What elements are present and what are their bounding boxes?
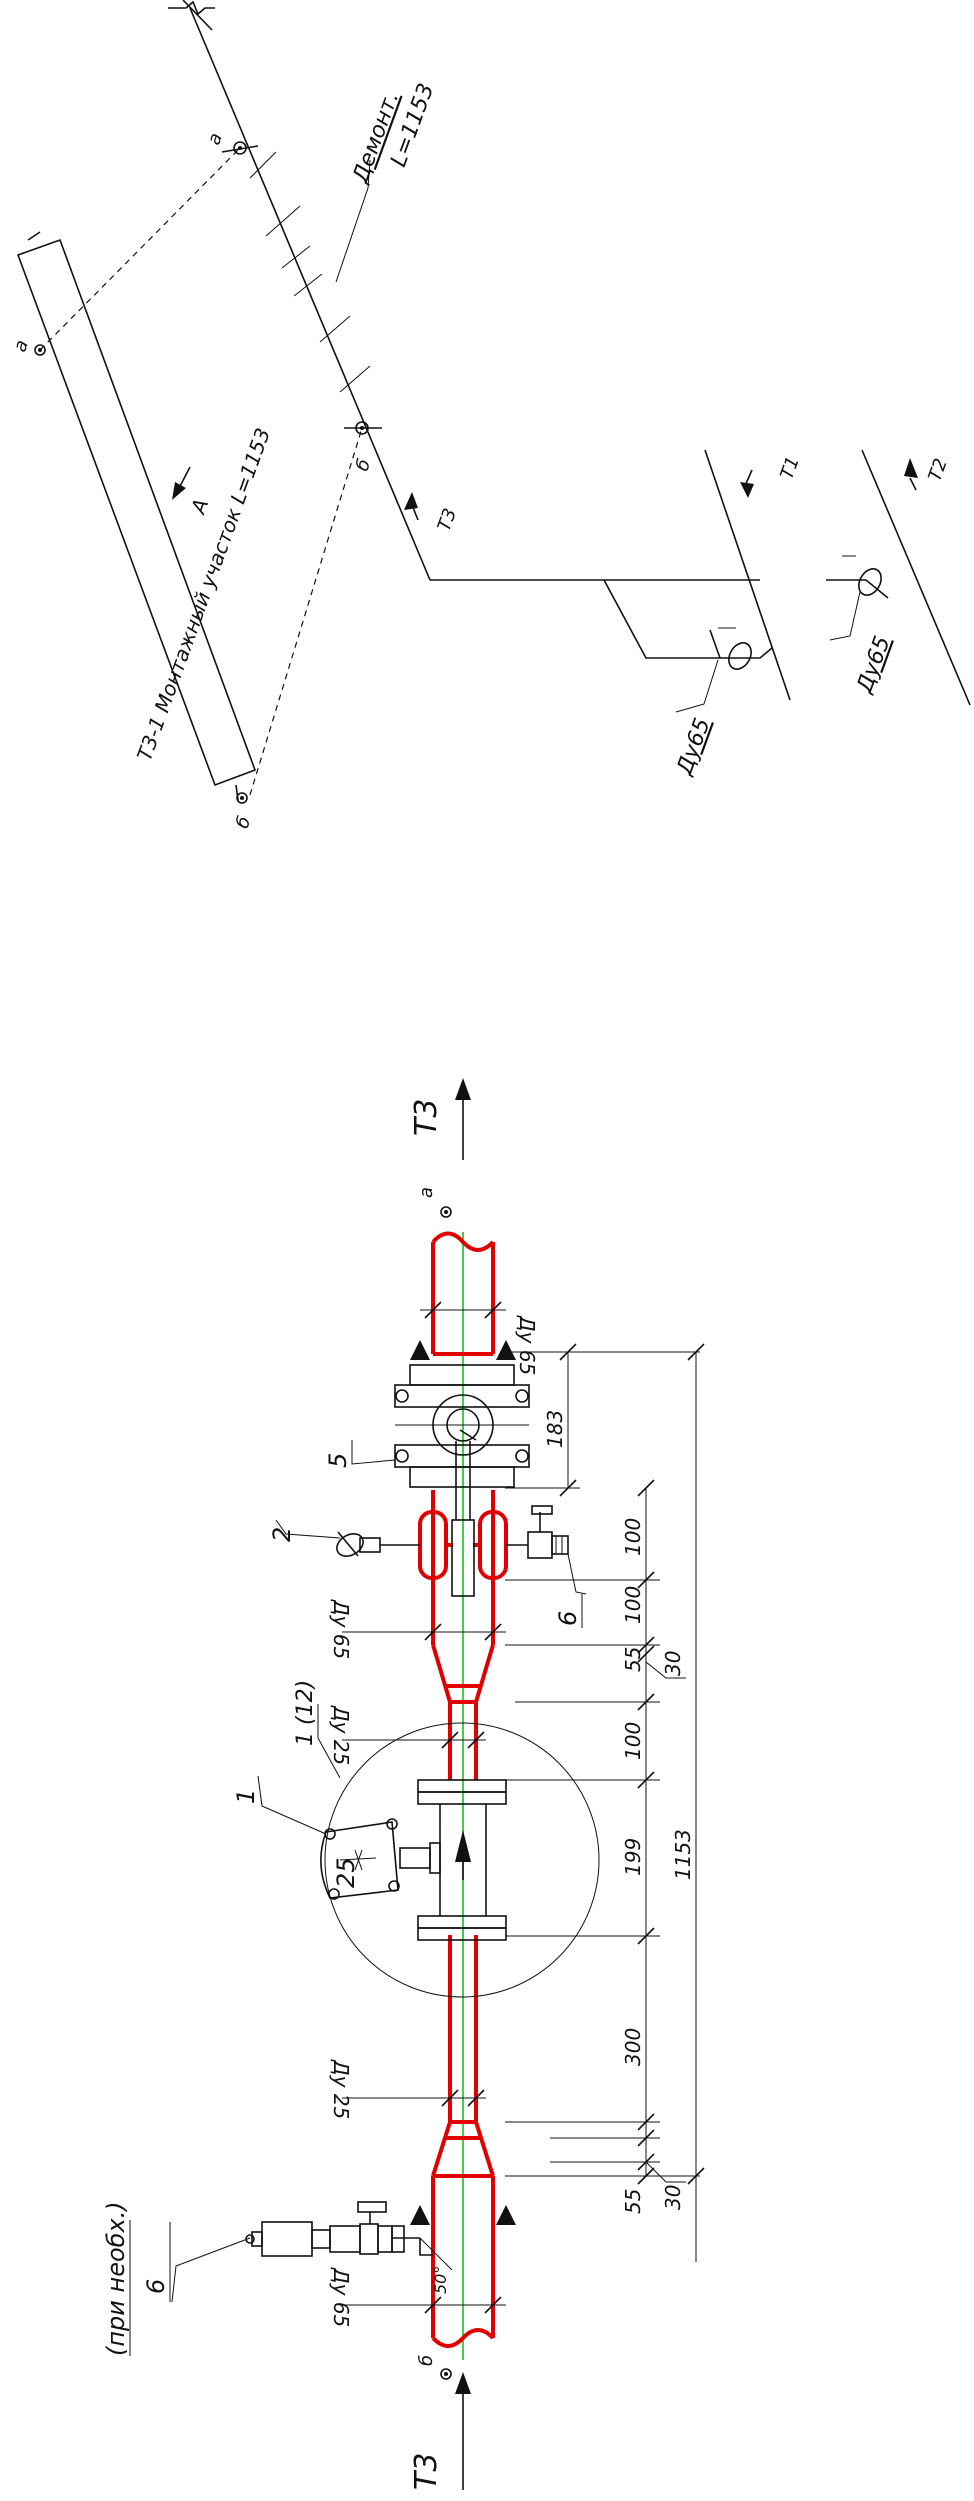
iso-point-b-box-dot — [240, 796, 244, 800]
flowmeter-1 — [320, 1779, 507, 1941]
t1-pipe — [704, 449, 791, 701]
tap-right-6 — [506, 1505, 569, 1559]
dn-label-3: Ду 25 — [329, 1705, 353, 1765]
dismantle-ticks — [249, 151, 371, 393]
flow-top-label: Т3 — [409, 1099, 444, 1136]
plan-point-b — [440, 2368, 452, 2380]
iso-label-a-box: а — [9, 337, 33, 355]
dimension-lines — [505, 1343, 705, 2262]
dn-markers — [342, 1301, 506, 2314]
angle-label: 50° — [431, 2266, 450, 2294]
dim-100c: 100 — [621, 1722, 645, 1760]
callout-5: 5 — [324, 1453, 352, 1468]
iso-label-b-pipe: б — [352, 456, 376, 474]
callout-6a-leader — [567, 1553, 587, 1595]
plan-view: Т3 Т3 а б — [102, 1078, 705, 2490]
valve2-leader — [829, 591, 861, 641]
dismount-leader — [335, 159, 371, 283]
callout-6b: 6 — [142, 2279, 170, 2294]
callout-1-leader — [257, 1775, 327, 1835]
t3-top-line — [182, 0, 213, 31]
callout-1: 1 — [232, 1789, 260, 1804]
iso-t2-label: Т2 — [924, 456, 951, 484]
callout-6b-leader — [171, 2237, 251, 2303]
gauge-assembly-6 — [245, 2201, 453, 2271]
dim-total: 1153 — [671, 1829, 695, 1880]
dim-300: 300 — [621, 2028, 645, 2066]
t1-flow-shaft — [743, 469, 753, 489]
valve1-leader — [675, 659, 719, 713]
t3-flow-arrow — [404, 492, 418, 510]
valve1-ball — [728, 642, 752, 670]
detail-circle — [324, 1722, 600, 1998]
callout-1-12: 1 (12) — [293, 1680, 318, 1746]
iso-valve2-label: Ду65 — [852, 633, 896, 697]
iso-label-b-box: б — [232, 814, 256, 832]
note-if-needed: (при необх.) — [102, 2201, 130, 2356]
valve-5 — [394, 1364, 530, 1597]
leader-a — [39, 147, 241, 351]
plan-point-a — [440, 1206, 452, 1218]
dn-label-4: Ду 25 — [329, 2059, 353, 2119]
tap-left-2 — [336, 1531, 420, 1557]
iso-point-b-box — [236, 792, 248, 804]
iso-label-a-pipe: а — [203, 130, 227, 148]
dim-55b: 55 — [621, 2189, 645, 2214]
t1-flow-arrow — [740, 482, 754, 498]
t3-t2-link — [826, 579, 889, 599]
plan-point-a-dot — [444, 1210, 448, 1214]
break-mark — [168, 0, 215, 16]
t3-riser — [189, 7, 431, 581]
dim-30a: 30 — [661, 1651, 685, 1676]
plan-label-a: а — [416, 1187, 437, 1198]
assembly-box-label: Т3-1 Монтажный участок L=1153 — [132, 425, 275, 764]
iso-point-a-box-dot — [38, 348, 42, 352]
t2-pipe — [861, 449, 971, 706]
flow-bottom-label: Т3 — [409, 2453, 444, 2490]
assembly-box — [16, 238, 257, 787]
dim-100a: 100 — [621, 1518, 645, 1556]
dim-183: 183 — [543, 1410, 567, 1448]
valve1-body-path — [709, 629, 773, 659]
dn-label-5: Ду 65 — [329, 2267, 353, 2327]
isometric-scheme: Т3-1 Монтажный участок L=1153 А а б — [9, 0, 971, 832]
plan-label-b: б — [416, 2355, 437, 2366]
plan-point-b-dot — [444, 2372, 448, 2376]
t3-t1-link — [603, 579, 720, 659]
pipe-outline — [418, 1231, 508, 2348]
leader-b — [249, 427, 363, 796]
dim-30b: 30 — [661, 2185, 685, 2210]
box-end-a — [27, 231, 41, 241]
callout-2-leader — [275, 1519, 341, 1539]
iso-valve1-label: Ду65 — [672, 715, 716, 779]
iso-t3-label: Т3 — [434, 506, 461, 534]
flowmeter-label: 25 — [332, 1857, 360, 1888]
weld-marks — [410, 1340, 516, 2225]
dim-100b: 100 — [621, 1586, 645, 1624]
t2-flow-arrow — [904, 458, 918, 478]
valve2-ball — [858, 568, 882, 596]
iso-point-a-box — [34, 344, 46, 356]
dn-label-1: Ду 65 — [515, 1315, 539, 1375]
view-arrow-head — [172, 482, 186, 500]
flow-bottom-arrow — [455, 2372, 471, 2394]
callout-1-12-leader — [317, 1704, 341, 1779]
dim-199: 199 — [621, 1838, 645, 1876]
flow-top-arrow — [455, 1078, 471, 1100]
callout-6a: 6 — [554, 1611, 582, 1626]
iso-point-a-pipe-tick — [221, 145, 259, 153]
callout-2: 2 — [268, 1527, 296, 1542]
callout-5-leader — [351, 1440, 396, 1465]
iso-t1-label: Т1 — [776, 454, 803, 482]
dim-55a: 55 — [621, 1647, 645, 1672]
t2-flow-shaft — [909, 477, 917, 491]
dn-label-2: Ду 65 — [329, 1599, 353, 1659]
view-arrow-label: А — [185, 496, 213, 519]
flowmeter-arrow — [455, 1830, 471, 1862]
